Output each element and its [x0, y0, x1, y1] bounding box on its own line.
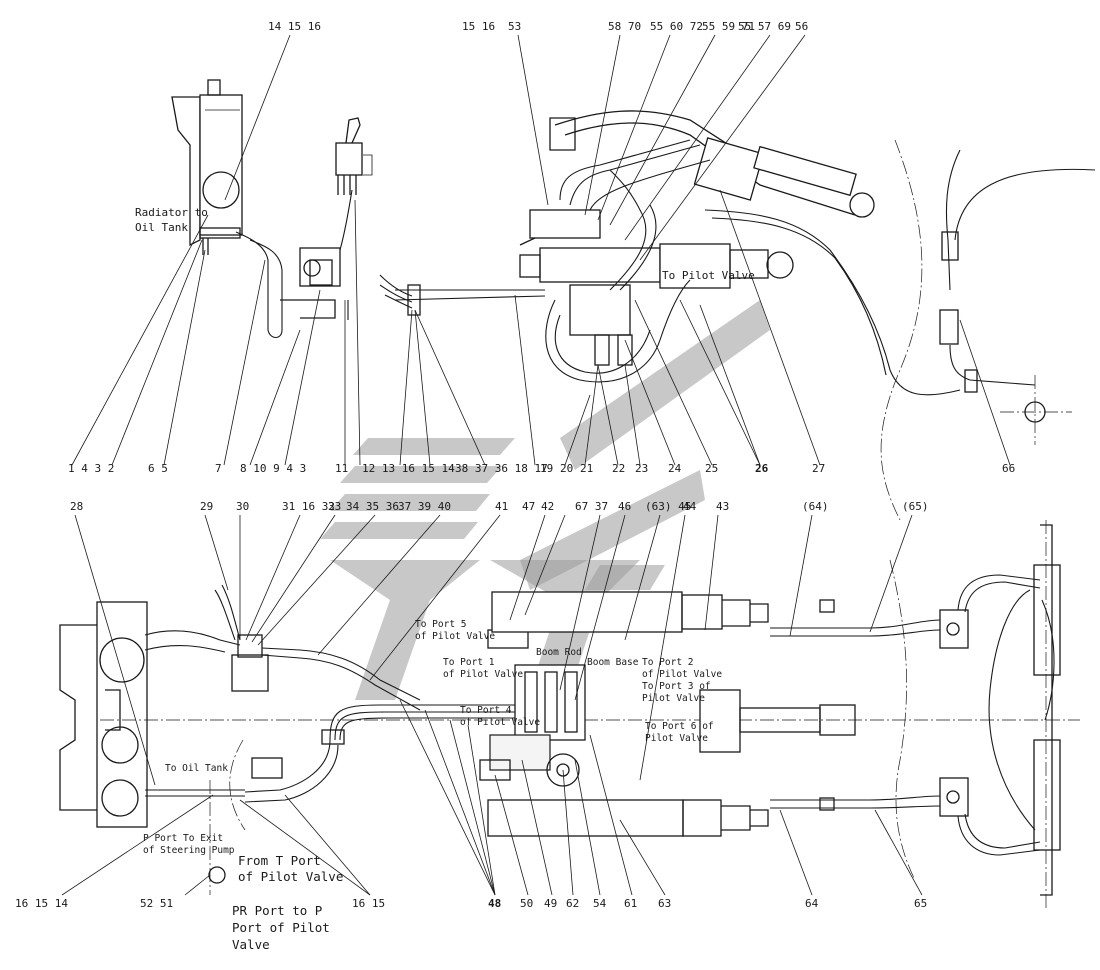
callout-12-13-16-15-14: 12 13 16 15 14: [362, 462, 455, 475]
callout-16-15-14-bottom: 16 15 14: [15, 897, 68, 910]
callout-38-37-36-18-17: 38 37 36 18 17: [455, 462, 548, 475]
callout-26: 26: [755, 462, 769, 475]
callout-33: 33: [328, 500, 341, 513]
callout-41: 41: [495, 500, 508, 513]
callout-22: 22: [612, 462, 625, 475]
callout-24: 24: [668, 462, 682, 475]
note-port6-line2: Pilot Valve: [645, 733, 708, 744]
loader-arm-assembly: [379, 110, 875, 383]
note-port1-line1: To Port 1: [443, 657, 495, 668]
callout-8-10-9-4-3: 8 10 9 4 3: [240, 462, 306, 475]
callout-49: 49: [544, 897, 557, 910]
note-pr-line1: PR Port to P: [232, 903, 322, 918]
note-radiator-line2: Oil Tank: [135, 221, 188, 234]
callout-56: 56: [795, 20, 808, 33]
callout-19: 19: [540, 462, 553, 475]
annotations: Radiator to Oil Tank To Pilot Valve To O…: [135, 206, 755, 952]
callout-54: 54: [593, 897, 607, 910]
note-to-oil-tank: To Oil Tank: [165, 763, 228, 774]
note-port6-line1: To Port 6 of: [645, 721, 714, 732]
note-pr-line2: Port of Pilot: [232, 920, 330, 935]
callout-67-37: 67 37: [575, 500, 608, 513]
note-to-pilot-valve: To Pilot Valve: [662, 269, 755, 282]
note-boom-base: Boom Base: [587, 657, 639, 668]
callout-48: 48: [488, 897, 501, 910]
bottom-leaders: [61, 514, 923, 896]
callout-62: 62: [566, 897, 579, 910]
callout-7: 7: [215, 462, 222, 475]
callout-52-51: 52 51: [140, 897, 173, 910]
note-p-port-line2: of Steering Pump: [143, 845, 235, 856]
note-port4-line2: of Pilot Valve: [460, 717, 540, 728]
callout-23: 23: [635, 462, 648, 475]
note-port3-line2: Pilot Valve: [642, 693, 705, 704]
callout-58-70: 58 70: [608, 20, 641, 33]
callout-55-59-71: 55 59 71: [702, 20, 755, 33]
note-t-port-line2: of Pilot Valve: [238, 869, 343, 884]
callout-47: 47: [522, 500, 535, 513]
callout-42: 42: [541, 500, 554, 513]
callout-63-45: (63) 45: [645, 500, 691, 513]
callout-20: 20: [560, 462, 573, 475]
note-port3-line1: To Port 3 of: [642, 681, 711, 692]
callout-27: 27: [812, 462, 825, 475]
radiator-tank-assembly: [171, 79, 373, 339]
callout-55-57-69: 55 57 69: [738, 20, 791, 33]
callout-25: 25: [705, 462, 718, 475]
note-pr-line3: Valve: [232, 937, 270, 952]
callouts-top: 14 15 16 1 4 3 2 6 5 7 8 10 9 4 3 11 12 …: [68, 20, 1015, 475]
callout-30: 30: [236, 500, 249, 513]
callout-53: 53: [508, 20, 521, 33]
callout-1-4-3-2: 1 4 3 2: [68, 462, 114, 475]
callout-43: 43: [716, 500, 729, 513]
note-port1-line2: of Pilot Valve: [443, 669, 523, 680]
note-port2-line2: of Pilot Valve: [642, 669, 722, 680]
callout-6-5: 6 5: [148, 462, 168, 475]
callout-29: 29: [200, 500, 213, 513]
callout-15-16-top: 15 16: [462, 20, 495, 33]
note-port5-line1: To Port 5: [415, 619, 466, 630]
top-left-leaders: [71, 34, 361, 466]
note-radiator-line1: Radiator to: [135, 206, 208, 219]
callout-21: 21: [580, 462, 593, 475]
callout-34-35-36: 34 35 36: [346, 500, 399, 513]
callout-61: 61: [624, 897, 637, 910]
callout-14-15-16-top: 14 15 16: [268, 20, 321, 33]
callout-16-15-bottom: 16 15: [352, 897, 385, 910]
callout-37-39-40: 37 39 40: [398, 500, 451, 513]
note-p-port-line1: P Port To Exit: [143, 833, 223, 844]
note-port2-line1: To Port 2: [642, 657, 693, 668]
callout-50: 50: [520, 897, 533, 910]
callout-63: 63: [658, 897, 671, 910]
callout-55-60-72: 55 60 72: [650, 20, 703, 33]
note-t-port-line1: From T Port: [238, 853, 321, 868]
note-port5-line2: of Pilot Valve: [415, 631, 495, 642]
callout-46: 46: [618, 500, 631, 513]
callout-66: 66: [1002, 462, 1015, 475]
steering-line-assembly: [704, 139, 1096, 521]
watermark-logo: [320, 300, 770, 720]
note-boom-rod: Boom Rod: [536, 647, 582, 658]
callout-28: 28: [70, 500, 83, 513]
callout-65: 65: [914, 897, 927, 910]
top-middle-leaders: [399, 34, 1011, 466]
callouts-bottom: 28 29 30 31 16 32 33 34 35 36 37 39 40 4…: [15, 500, 929, 910]
callout-31-16-32: 31 16 32: [282, 500, 335, 513]
note-port4-line1: To Port 4: [460, 705, 512, 716]
callout-64-paren: (64): [802, 500, 829, 513]
callout-11: 11: [335, 462, 348, 475]
callout-65-paren: (65): [902, 500, 929, 513]
callout-44: 44: [683, 500, 697, 513]
callout-64: 64: [805, 897, 819, 910]
bottom-main-assembly: [59, 520, 1080, 910]
